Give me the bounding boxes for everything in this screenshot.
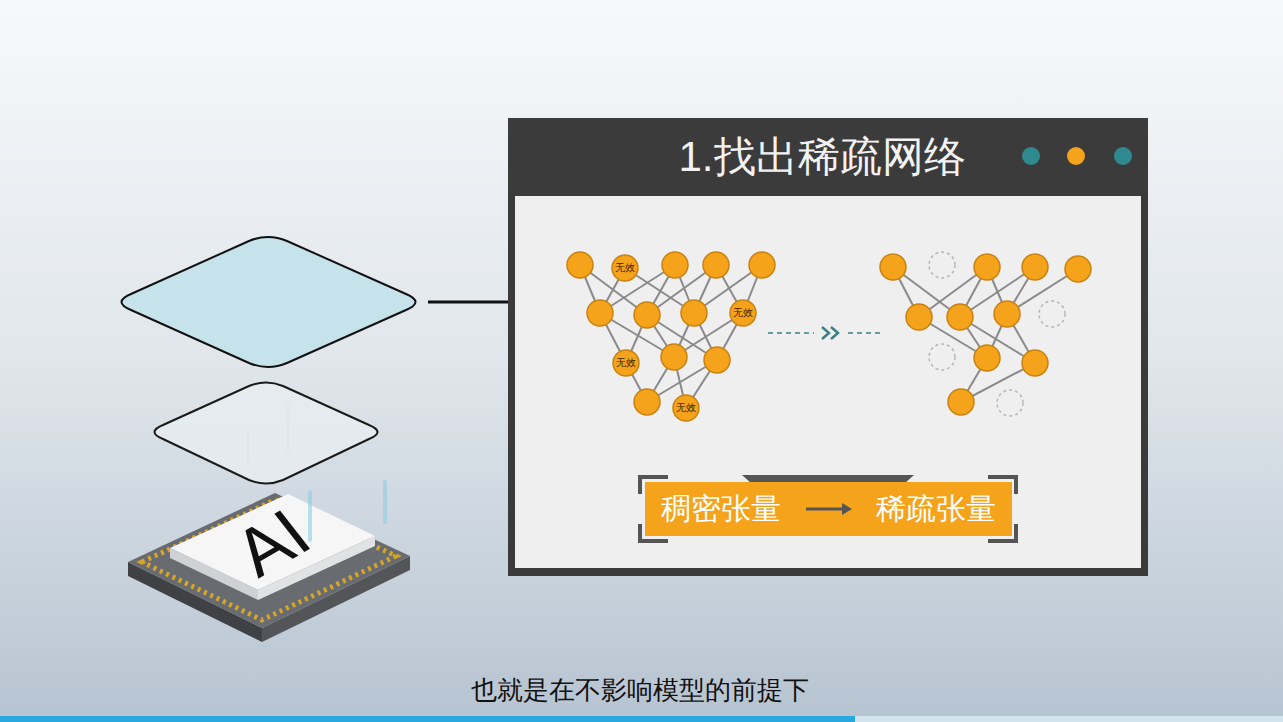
subtitle-caption: 也就是在不影响模型的前提下	[471, 673, 809, 707]
network-neuron	[1022, 350, 1048, 376]
network-neuron	[947, 304, 973, 330]
network-neuron	[587, 300, 613, 326]
network-neuron	[974, 345, 1000, 371]
network-neuron	[1039, 301, 1065, 327]
network-neuron	[661, 344, 687, 370]
network-neuron	[681, 300, 707, 326]
neuron-node: 无效	[612, 349, 640, 377]
neuron-label: 无效	[676, 402, 696, 414]
network-neuron	[997, 390, 1023, 416]
neuron-label: 无效	[616, 357, 636, 369]
chip-label: AI	[221, 498, 323, 588]
window-dot	[1114, 147, 1132, 165]
window-dot	[1067, 147, 1085, 165]
network-neuron	[974, 254, 1000, 280]
panel-frame	[508, 118, 1148, 576]
chevron-arrow	[822, 327, 838, 339]
network-neuron	[906, 304, 932, 330]
network-neuron	[1065, 256, 1091, 282]
band-arrow	[798, 499, 858, 519]
panel-body	[515, 196, 1141, 568]
neuron-circle	[612, 255, 638, 281]
network-neuron	[703, 252, 729, 278]
neuron-circle	[613, 350, 639, 376]
network-neuron	[704, 347, 730, 373]
tensor-banner: 稠密张量 稀疏张量	[645, 482, 1012, 536]
neuron-label: 无效	[615, 262, 635, 274]
window-dot	[1022, 147, 1040, 165]
network-neuron	[880, 254, 906, 280]
neuron-node: 无效	[611, 254, 639, 282]
progress-track	[0, 716, 1283, 722]
band-arrow	[842, 503, 852, 515]
chip-base	[128, 493, 410, 628]
network-neuron	[634, 302, 660, 328]
chip-die	[170, 494, 375, 590]
network-neuron	[929, 252, 955, 278]
tensor-label: 稠密张量	[661, 491, 781, 527]
layer-plate	[155, 383, 378, 484]
network-neuron	[662, 252, 688, 278]
dashed-arrow	[848, 332, 880, 334]
light-streak	[308, 492, 312, 540]
network-neuron	[948, 389, 974, 415]
tensor-label: 稀疏张量	[876, 491, 996, 527]
network-neuron	[929, 344, 955, 370]
chip-text: AI	[219, 495, 325, 590]
panel-title: 1.找出稀疏网络	[678, 131, 965, 183]
network-neuron	[567, 252, 593, 278]
band-arrow	[806, 508, 844, 511]
network-neuron	[634, 389, 660, 415]
light-streak	[383, 482, 387, 522]
neuron-circle	[673, 395, 699, 421]
network-neuron	[749, 252, 775, 278]
neuron-label: 无效	[733, 307, 753, 319]
dashed-arrow	[768, 332, 814, 334]
neuron-circle	[730, 300, 756, 326]
neuron-node: 无效	[672, 394, 700, 422]
leader-line	[428, 301, 508, 304]
network-neuron	[1022, 254, 1048, 280]
progress-bar	[0, 716, 855, 722]
layer-plate	[122, 237, 416, 367]
neuron-node: 无效	[729, 299, 757, 327]
network-neuron	[994, 301, 1020, 327]
